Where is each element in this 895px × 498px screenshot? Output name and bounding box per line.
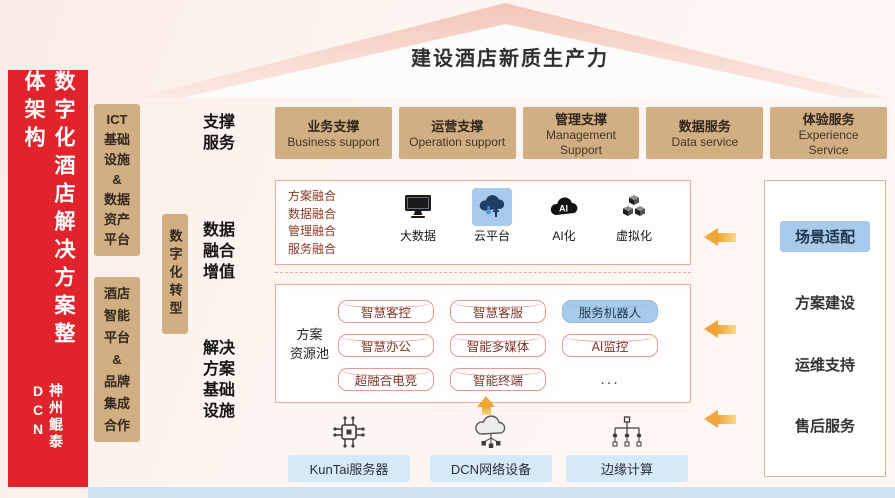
service-en: Operation support xyxy=(409,135,506,149)
device-group-network: DCN网络设备 xyxy=(430,412,552,482)
roof-shape xyxy=(137,3,887,98)
support-service-box: 管理支撑 Management Support xyxy=(522,107,640,159)
banner-subtitle: 神州鲲泰DCN xyxy=(30,382,64,451)
service-zh: 运营支撑 xyxy=(431,119,484,134)
support-services-row: 业务支撑 Business support 运营支撑 Operation sup… xyxy=(275,107,887,159)
fusion-item-label: 云平台 xyxy=(473,229,510,243)
solution-pool-panel: 方案 资源池 智慧客控 智慧客服 服务机器人 智慧办公 智能多媒体 AI监控 超… xyxy=(275,284,691,403)
dashed-divider xyxy=(275,272,691,273)
network-cloud-icon xyxy=(470,412,512,450)
arrow-up-icon xyxy=(477,396,495,415)
cloud-sync-icon xyxy=(472,188,512,226)
support-service-box: 运营支撑 Operation support xyxy=(398,107,516,159)
data-fusion-label: 数据 融合 增值 xyxy=(203,222,236,281)
service-en: Business support xyxy=(287,135,380,149)
infrastructure-label: 解决 方案 基础 设施 xyxy=(203,340,236,420)
arrow-left-icon xyxy=(704,320,736,338)
server-chip-icon xyxy=(330,412,368,450)
fusion-item-bigdata: 大数据 xyxy=(384,188,452,252)
fusion-panel: 方案融合 数据融合 管理融合 服务融合 大数据 云平台 xyxy=(275,180,691,265)
fusion-item-label: 大数据 xyxy=(399,229,436,243)
right-service-panel: 场景适配 方案建设 运维支持 售后服务 xyxy=(764,180,886,477)
hotel-platform-column: 酒店 智能 平台 & 品牌 集成 合作 xyxy=(94,277,140,442)
solution-pill: AI监控 xyxy=(562,334,658,357)
right-panel-item: 运维支持 xyxy=(794,356,855,374)
device-label: DCN网络设备 xyxy=(430,455,552,482)
svg-text:AI: AI xyxy=(559,204,568,214)
fusion-item-ai: AI AI化 xyxy=(530,188,598,252)
arrow-left-icon xyxy=(704,410,736,428)
fusion-item-virtualization: 虚拟化 xyxy=(600,188,668,252)
solution-pill: 超融合电竞 xyxy=(338,368,434,391)
solution-pill: 智能多媒体 xyxy=(450,334,546,357)
device-label: 边缘计算 xyxy=(566,455,688,482)
service-zh: 管理支撑 xyxy=(554,111,607,127)
solution-pills-grid: 智慧客控 智慧客服 服务机器人 智慧办公 智能多媒体 AI监控 超融合电竞 智能… xyxy=(338,300,658,391)
fusion-item-label: AI化 xyxy=(552,229,576,243)
service-zh: 数据服务 xyxy=(678,119,731,134)
roof-title: 建设酒店新质生产力 xyxy=(411,48,609,70)
arrow-left-icon xyxy=(704,228,736,246)
cubes-icon xyxy=(618,188,650,226)
solution-pill: 智慧客服 xyxy=(450,300,546,323)
ellipsis: ... xyxy=(600,370,620,388)
fusion-item-label: 虚拟化 xyxy=(615,229,652,243)
support-service-box: 业务支撑 Business support xyxy=(275,107,392,159)
monitor-icon xyxy=(403,188,433,226)
side-banner: 数字化酒店解决方案整体架构 神州鲲泰DCN xyxy=(8,70,88,487)
fusion-list: 方案融合 数据融合 管理融合 服务融合 xyxy=(288,189,337,256)
digital-transform-tab: 数字化转型 xyxy=(162,214,188,334)
service-zh: 体验服务 xyxy=(802,111,855,127)
right-panel-item: 售后服务 xyxy=(794,417,855,435)
pool-label: 方案 资源池 xyxy=(290,327,330,361)
device-label: KunTai服务器 xyxy=(288,455,410,482)
ict-platform-column: ICT 基础 设施 & 数据 资产 平台 xyxy=(94,104,140,256)
fusion-item-cloud: 云平台 xyxy=(458,188,526,252)
device-group-server: KunTai服务器 xyxy=(288,412,410,482)
solution-pill: 智能终端 xyxy=(450,368,546,391)
right-panel-item-highlighted: 场景适配 xyxy=(779,221,870,253)
service-zh: 业务支撑 xyxy=(307,119,360,134)
right-panel-item: 方案建设 xyxy=(794,295,855,313)
support-service-box: 体验服务 Experience Service xyxy=(770,107,887,159)
ai-cloud-icon: AI xyxy=(548,188,580,226)
bottom-bar xyxy=(88,487,895,498)
edge-node-icon xyxy=(609,412,645,450)
support-services-label: 支撑 服务 xyxy=(203,114,236,152)
solution-pill: 智慧办公 xyxy=(338,334,434,357)
service-en: Experience Service xyxy=(798,127,859,157)
solution-pill-highlighted: 服务机器人 xyxy=(562,300,658,323)
support-service-box: 数据服务 Data service xyxy=(646,107,764,159)
solution-pill: 智慧客控 xyxy=(338,300,434,323)
banner-title: 数字化酒店解决方案整体架构 xyxy=(22,70,75,350)
service-en: Data service xyxy=(671,135,739,149)
device-group-edge: 边缘计算 xyxy=(566,412,688,482)
service-en: Management Support xyxy=(545,127,617,157)
